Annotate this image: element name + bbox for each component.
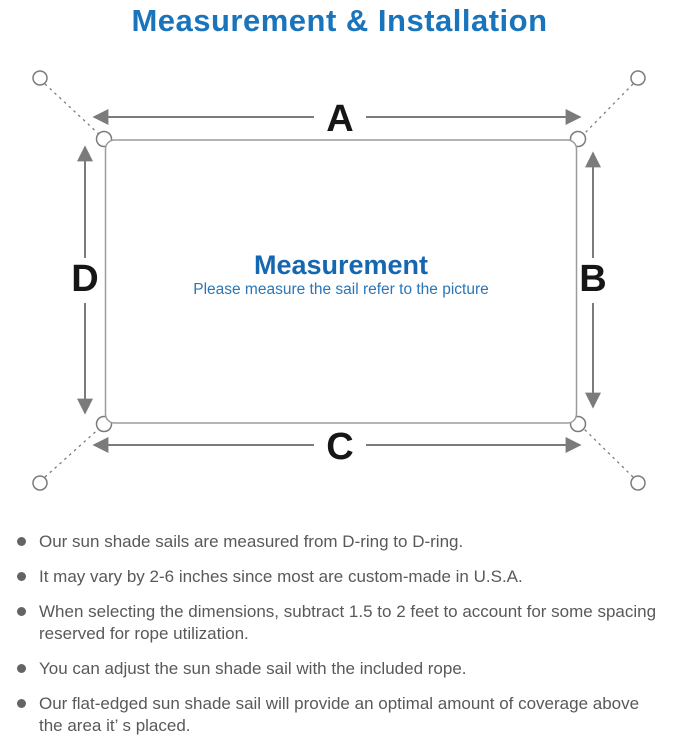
dimension-label-a: A — [326, 98, 353, 140]
bullet-icon — [17, 537, 26, 546]
rope-line-bottom-right — [580, 425, 634, 478]
dimension-label-d: D — [71, 258, 98, 300]
anchor-point-icon-bottom-left — [32, 475, 48, 491]
sail-measurement-diagram: A C D B Measurement Please measure the s… — [32, 70, 646, 491]
list-item: Our sun shade sails are measured from D-… — [17, 531, 671, 553]
note-text: It may vary by 2-6 inches since most are… — [39, 567, 523, 586]
note-text: You can adjust the sun shade sail with t… — [39, 659, 467, 678]
dimension-label-b: B — [579, 258, 606, 300]
list-item: Our flat-edged sun shade sail will provi… — [17, 693, 671, 737]
bullet-icon — [17, 664, 26, 673]
note-text: Our sun shade sails are measured from D-… — [39, 532, 464, 551]
diagram-subtitle: Please measure the sail refer to the pic… — [193, 281, 489, 298]
page-title: Measurement & Installation — [131, 3, 548, 38]
anchor-point-icon-top-right — [630, 70, 646, 86]
sail-outline — [104, 139, 578, 424]
diagram-heading: Measurement — [254, 250, 428, 280]
bullet-icon — [17, 572, 26, 581]
rope-line-top-left — [44, 83, 103, 138]
note-text: Our flat-edged sun shade sail will provi… — [39, 694, 640, 735]
bullet-icon — [17, 699, 26, 708]
list-item: You can adjust the sun shade sail with t… — [17, 658, 671, 680]
bullet-icon — [17, 607, 26, 616]
rope-line-bottom-left — [44, 425, 103, 478]
list-item: It may vary by 2-6 inches since most are… — [17, 566, 671, 588]
dimension-label-c: C — [326, 426, 353, 468]
note-text: When selecting the dimensions, subtract … — [39, 602, 657, 643]
list-item: When selecting the dimensions, subtract … — [17, 601, 671, 645]
anchor-point-icon-bottom-right — [630, 475, 646, 491]
measurement-notes-list: Our sun shade sails are measured from D-… — [0, 531, 679, 737]
rope-line-top-right — [580, 83, 634, 138]
anchor-point-icon-top-left — [32, 70, 48, 86]
